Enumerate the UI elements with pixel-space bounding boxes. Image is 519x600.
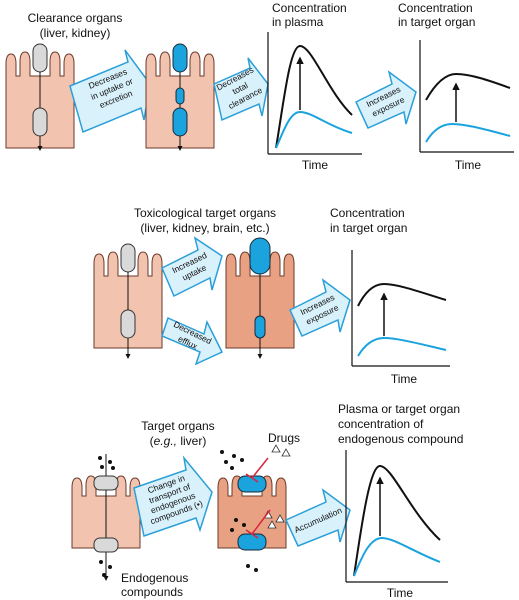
transporter-uptake bbox=[120, 243, 136, 273]
arrow-shape bbox=[289, 278, 351, 337]
curve-baseline bbox=[425, 122, 511, 143]
panel1-title-line2: (liver, kidney) bbox=[40, 26, 111, 40]
curve-elevated bbox=[357, 282, 447, 307]
transporter-uptake bbox=[32, 43, 48, 73]
transporter-efflux-inhibited bbox=[172, 107, 188, 137]
chart4-title-line2: concentration of bbox=[338, 417, 424, 431]
chart4-title-line1: Plasma or target organ bbox=[338, 402, 460, 416]
cell-normal-endogenous bbox=[71, 454, 141, 581]
chart2-title-line1: Concentration bbox=[398, 1, 473, 15]
cell-normal-target bbox=[93, 243, 163, 359]
chart-plasma-concentration: Concentration in plasma Time bbox=[267, 1, 362, 172]
curve-elevated bbox=[353, 464, 441, 577]
cell-body bbox=[217, 475, 287, 549]
cell-altered-target bbox=[225, 237, 295, 359]
cell-normal-clearance bbox=[5, 43, 75, 151]
curve-elevated bbox=[275, 44, 353, 149]
panel1-title-line1: Clearance organs bbox=[28, 11, 123, 25]
chart-target-organ-concentration-2: Concentration in target organ Time bbox=[330, 206, 450, 386]
panel2-title-line1: Toxicological target organs bbox=[134, 206, 276, 220]
transporter-uptake bbox=[93, 475, 119, 491]
cell-inhibited-clearance bbox=[145, 43, 215, 151]
chart4-xlabel: Time bbox=[387, 586, 414, 600]
chart2-title-line2: in target organ bbox=[398, 15, 475, 29]
drugs-label: Drugs bbox=[268, 431, 300, 445]
panel3-title-line2: (e.g., liver) bbox=[150, 434, 207, 448]
transporter-uptake-increased bbox=[249, 237, 271, 275]
transporter-efflux bbox=[120, 309, 136, 339]
arrow-shape bbox=[285, 488, 351, 547]
transporter-efflux bbox=[32, 107, 48, 137]
chart-endogenous-concentration: Plasma or target organ concentration of … bbox=[338, 402, 463, 600]
transporter-efflux-drug-bound bbox=[237, 533, 267, 551]
chart4-title-line3: endogenous compound bbox=[338, 432, 463, 446]
curve-baseline bbox=[357, 336, 447, 357]
curve-baseline bbox=[275, 110, 353, 149]
curve-elevated bbox=[425, 72, 511, 101]
inhibition-marks bbox=[245, 457, 271, 539]
arrow-shape bbox=[133, 455, 213, 537]
arrow-decreases-clearance: Decreases total clearance bbox=[213, 57, 269, 122]
endogenous-dots-accumulated bbox=[220, 450, 258, 572]
arrow-increases-exposure: Increases exposure bbox=[355, 70, 417, 129]
panel-toxicological-target-organs: Toxicological target organs (liver, kidn… bbox=[93, 206, 450, 386]
arrow-increases-exposure-2: Increases exposure bbox=[289, 278, 351, 337]
arrow-shape bbox=[161, 316, 224, 366]
chart2-xlabel: Time bbox=[455, 158, 482, 172]
arrow-decreased-efflux: Decreased efflux bbox=[161, 316, 224, 366]
chart-target-organ-concentration: Concentration in target organ Time bbox=[398, 1, 514, 172]
cell-drug-inhibited bbox=[217, 444, 291, 572]
transporter-efflux-decreased bbox=[254, 315, 266, 339]
arrow-increased-uptake: Increased uptake bbox=[161, 236, 223, 298]
endogenous-label-line1: Endogenous bbox=[121, 571, 188, 585]
chart1-title-line2: in plasma bbox=[272, 15, 324, 29]
chart1-title-line1: Concentration bbox=[272, 1, 347, 15]
arrow-shape bbox=[161, 236, 223, 298]
chart1-xlabel: Time bbox=[302, 158, 329, 172]
arrow-accumulation: Accumulation bbox=[285, 488, 351, 547]
curve-baseline bbox=[353, 536, 441, 577]
panel-clearance-organs: Clearance organs (liver, kidney) Decreas… bbox=[5, 1, 514, 172]
chart3-title-line1: Concentration bbox=[330, 206, 405, 220]
endogenous-label-line2: compounds bbox=[121, 585, 183, 599]
arrow-shape bbox=[355, 70, 417, 129]
arrow-decreases-uptake: Decreases in uptake or excretion bbox=[69, 49, 151, 134]
arrow-change-in-transport: Change in transport of endogenous compou… bbox=[133, 455, 213, 537]
endogenous-dots bbox=[98, 456, 115, 577]
transporter-uptake-drug-bound bbox=[237, 475, 267, 493]
panel3-title-line1: Target organs bbox=[141, 419, 214, 433]
chart3-xlabel: Time bbox=[391, 372, 418, 386]
chart3-title-line2: in target organ bbox=[330, 221, 407, 235]
panel-target-organs-endogenous: Target organs (e.g., liver) Endogenous c… bbox=[71, 402, 463, 600]
transporter-uptake-inhibited bbox=[172, 43, 188, 73]
transporter-efflux bbox=[93, 537, 119, 553]
panel2-title-line2: (liver, kidney, brain, etc.) bbox=[140, 221, 269, 235]
arrow-shape bbox=[213, 57, 269, 122]
